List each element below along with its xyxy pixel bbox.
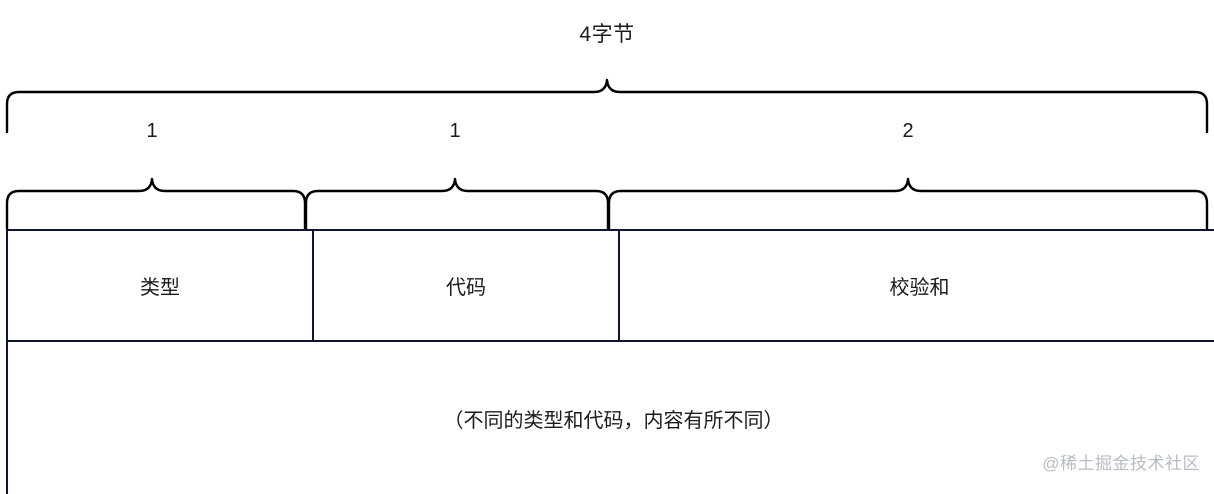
- field-brace-type: [5, 177, 307, 231]
- total-size-label: 4字节: [579, 23, 635, 46]
- payload-note-cell: （不同的类型和代码，内容有所不同）: [6, 340, 1214, 494]
- field-cell-code: 代码: [312, 229, 620, 342]
- packet-structure-table: 类型 代码 校验和 （不同的类型和代码，内容有所不同）: [6, 229, 1214, 494]
- field-cell-checksum: 校验和: [618, 229, 1214, 342]
- field-brace-checksum: [607, 177, 1209, 231]
- field-size-label-checksum: 2: [902, 120, 914, 142]
- field-size-label-code: 1: [449, 120, 461, 142]
- watermark-label: @稀土掘金技术社区: [1042, 454, 1200, 473]
- field-size-label-type: 1: [146, 120, 158, 142]
- header-fields-row: 类型 代码 校验和: [6, 229, 1214, 342]
- field-cell-type: 类型: [6, 229, 314, 342]
- field-brace-code: [304, 177, 610, 231]
- payload-row: （不同的类型和代码，内容有所不同）: [6, 340, 1214, 494]
